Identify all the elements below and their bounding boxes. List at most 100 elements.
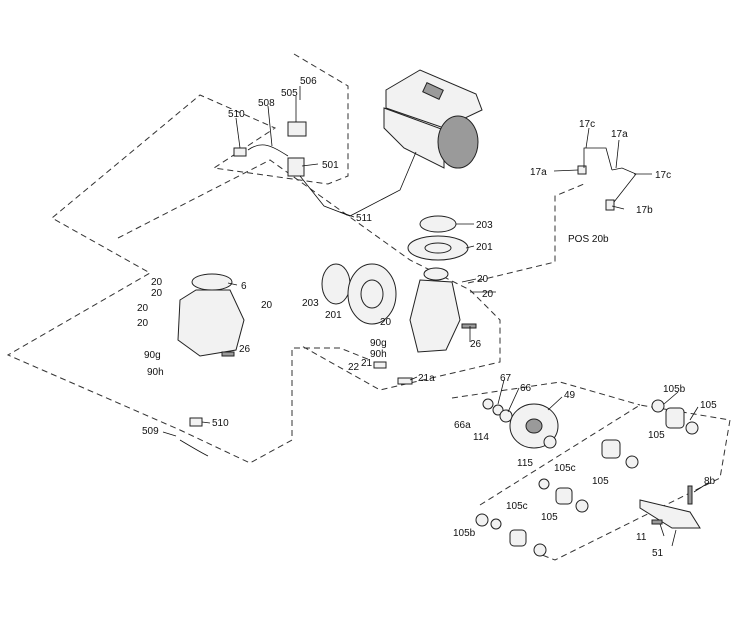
control-box xyxy=(385,69,483,129)
pump-housing-group-outline xyxy=(117,159,501,391)
gaskets-flanges xyxy=(321,215,469,325)
cable-509 xyxy=(179,439,209,457)
label-90g-right: 90g xyxy=(370,338,387,349)
key-8b xyxy=(687,485,693,505)
label-17c-right: 17c xyxy=(655,170,671,181)
pipe-17c-right xyxy=(611,167,637,203)
ring-114 xyxy=(499,409,513,423)
label-20-h: 20 xyxy=(380,317,392,328)
motor-sensor-group-outline xyxy=(6,53,371,464)
sensor-509-assembly xyxy=(179,417,209,457)
leader-lines xyxy=(162,86,709,547)
label-105c-a: 105c xyxy=(554,463,576,474)
sensor-cable-508 xyxy=(247,144,289,157)
seal-kit-outline xyxy=(451,381,641,406)
label-90g-left: 90g xyxy=(144,350,161,361)
sensor-connection-outline xyxy=(467,183,585,284)
sensor-parts xyxy=(233,121,637,217)
seal-105c-a xyxy=(538,478,550,490)
nut-66a xyxy=(482,398,494,410)
label-203-side: 203 xyxy=(302,298,319,309)
bolt-26-right xyxy=(461,323,477,329)
o-ring-203-top xyxy=(419,215,457,233)
label-105-b: 105 xyxy=(648,430,665,441)
label-17a-left: 17a xyxy=(530,167,547,178)
label-20-d: 20 xyxy=(137,303,149,314)
shaft-seal-group-outline xyxy=(479,404,731,561)
flange-201-side-hole xyxy=(360,279,384,309)
washer-67 xyxy=(492,404,504,416)
seal-ring-105-c xyxy=(575,499,589,513)
bracket-505 xyxy=(287,121,307,137)
motor-fan-cover xyxy=(437,115,479,169)
label-66a: 66a xyxy=(454,420,471,431)
seal-105-d xyxy=(509,529,527,547)
seal-ring-105-d xyxy=(533,543,547,557)
seal-ring-105-a xyxy=(685,421,699,435)
label-510-top: 510 xyxy=(228,109,245,120)
label-pos-20b: POS 20b xyxy=(568,234,609,245)
label-20-a: 20 xyxy=(151,277,163,288)
o-ring-203-side xyxy=(321,263,351,305)
impeller-49-hub xyxy=(525,418,543,434)
label-21a: 21a xyxy=(418,373,435,384)
label-114: 114 xyxy=(473,432,489,443)
connector-510-bottom xyxy=(189,417,203,427)
seal-105b-bottom xyxy=(475,513,489,527)
label-20-e: 20 xyxy=(137,318,149,329)
motor-assembly xyxy=(383,69,483,169)
motor-body xyxy=(383,107,445,169)
label-90h-right: 90h xyxy=(370,349,387,360)
seal-105b-top xyxy=(651,399,665,413)
seal-105-mid xyxy=(601,439,621,459)
label-66: 66 xyxy=(520,383,532,394)
label-510-bottom: 510 xyxy=(212,418,229,429)
label-501: 501 xyxy=(322,160,339,171)
label-201-top: 201 xyxy=(476,242,493,253)
label-17b: 17b xyxy=(636,205,653,216)
bolt-26-left xyxy=(221,351,235,357)
impeller-seal-parts xyxy=(482,398,559,449)
shaft-assembly xyxy=(639,485,701,529)
label-505: 505 xyxy=(281,88,298,99)
label-506: 506 xyxy=(300,76,317,87)
label-20-b: 20 xyxy=(151,288,163,299)
label-8b: 8b xyxy=(704,476,716,487)
shaft-51 xyxy=(639,499,701,529)
label-26-right: 26 xyxy=(470,339,482,350)
label-203-top: 203 xyxy=(476,220,493,231)
ring-115 xyxy=(543,435,557,449)
label-201-side: 201 xyxy=(325,310,342,321)
sensor-501 xyxy=(287,157,305,177)
label-6: 6 xyxy=(241,281,247,292)
pin-11 xyxy=(651,519,663,525)
label-115: 115 xyxy=(517,458,533,469)
label-11: 11 xyxy=(636,532,647,543)
display-panel xyxy=(422,82,444,100)
label-511: 511 xyxy=(356,213,372,224)
label-20-c: 20 xyxy=(261,300,273,311)
part-labels: 510 508 505 506 501 511 17c 17a 17a 17c … xyxy=(137,76,717,559)
flange-top-right xyxy=(423,267,449,281)
label-17c-top: 17c xyxy=(579,119,595,130)
label-90h-left: 90h xyxy=(147,367,164,378)
pump-housings xyxy=(177,267,461,357)
label-509: 509 xyxy=(142,426,159,437)
label-508: 508 xyxy=(258,98,275,109)
fitting-17a-left xyxy=(577,165,587,175)
pump-housing-6 xyxy=(177,289,245,357)
label-105-a: 105 xyxy=(700,400,717,411)
label-105b-top: 105b xyxy=(663,384,686,395)
label-20-g: 20 xyxy=(482,289,494,300)
seal-105-top xyxy=(665,407,685,429)
flange-6 xyxy=(191,273,233,291)
pipe-17c xyxy=(583,147,613,171)
sensor-connector-510 xyxy=(233,147,247,157)
label-105-d: 105 xyxy=(541,512,558,523)
label-49: 49 xyxy=(564,390,576,401)
label-105c-b: 105c xyxy=(506,501,528,512)
screw-21a xyxy=(397,377,413,385)
label-21: 21 xyxy=(361,358,373,369)
pump-housing-right xyxy=(409,279,461,353)
